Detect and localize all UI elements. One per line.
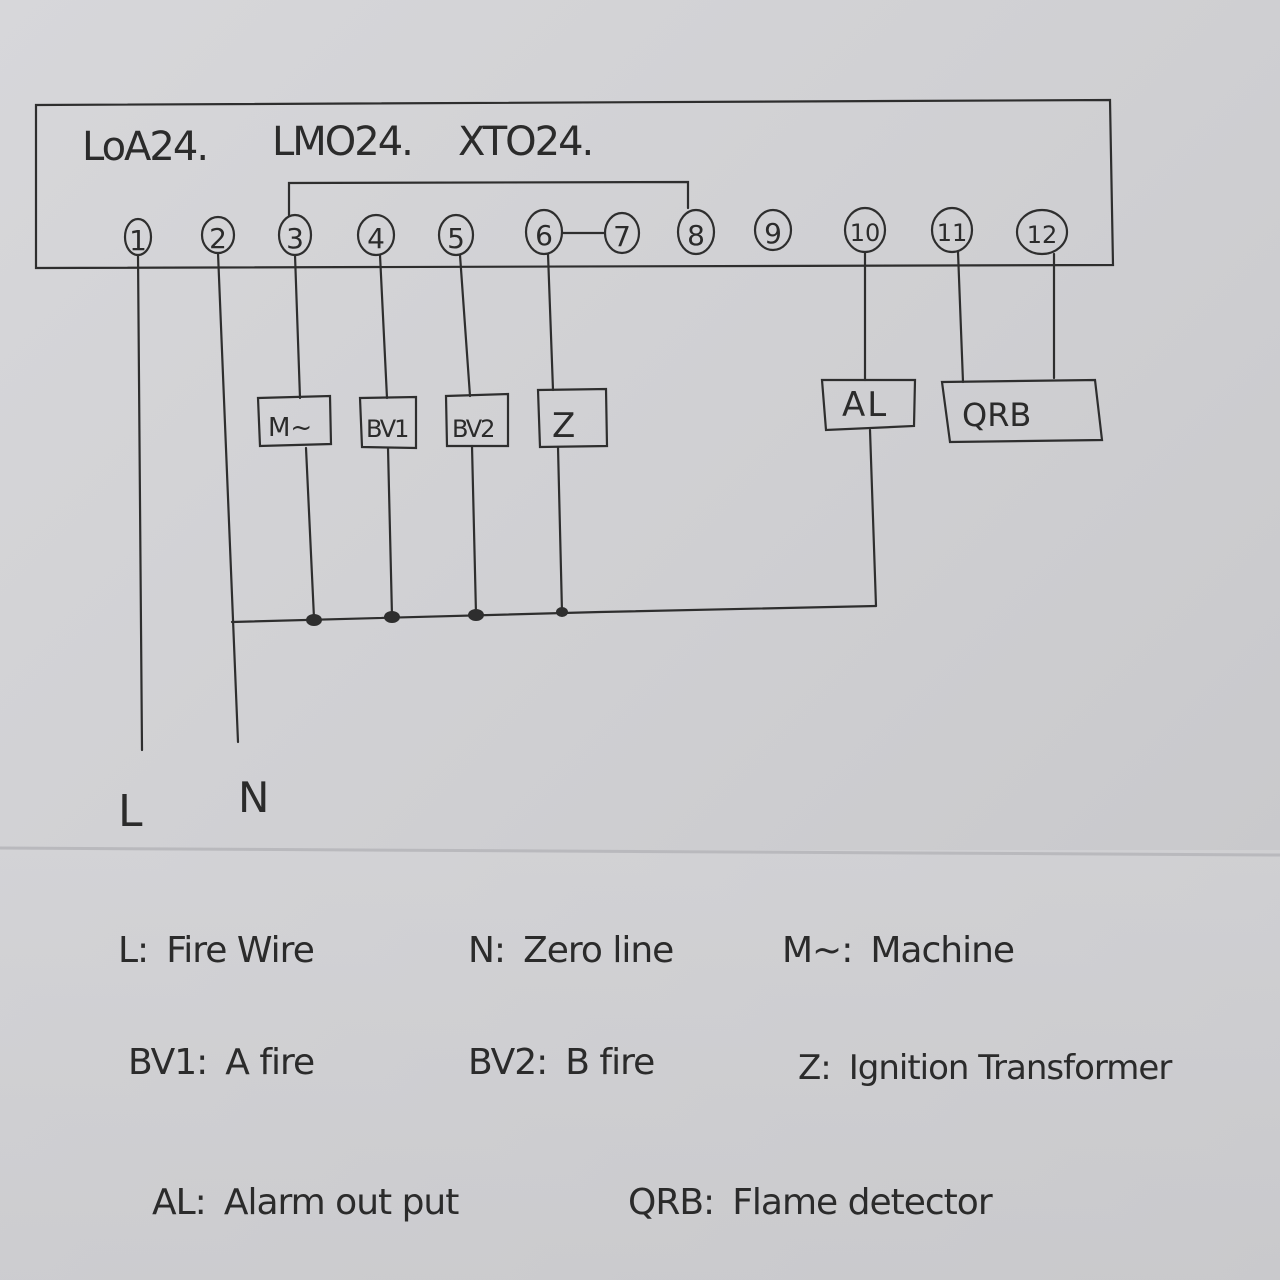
component-label: BV2 [452, 415, 493, 443]
legend-key: Z: [798, 1048, 832, 1088]
wire-terminal-11 [956, 250, 965, 384]
terminal-label: 7 [613, 220, 631, 253]
legend-key: L: [118, 930, 149, 971]
model-label-loa24: LoA24. [82, 124, 207, 170]
terminal-strip: 1 2 3 4 5 6 7 [123, 206, 1069, 257]
component-label: Z [552, 406, 575, 446]
legend-value: A fire [225, 1042, 315, 1083]
component-label: QRB [962, 396, 1031, 434]
component-label: BV1 [366, 415, 408, 443]
legend-key: N: [468, 930, 506, 971]
legend-value: B fire [565, 1042, 655, 1083]
terminal-label: 5 [447, 222, 465, 255]
legend-key: BV1: [128, 1042, 208, 1083]
legend-key: BV2: [468, 1042, 548, 1083]
legend-item-motor: M~: Machine [782, 930, 1015, 971]
legend-item-flame-detector: QRB: Flame detector [628, 1182, 993, 1223]
terminal-label: 6 [535, 219, 553, 252]
terminal-label: 3 [286, 222, 304, 255]
component-label: M~ [268, 413, 312, 443]
legend-value: Zero line [523, 930, 674, 971]
terminal-11: 11 [930, 206, 974, 254]
paper-fold [0, 846, 1280, 857]
wire-terminal-3 [293, 253, 302, 400]
legend-item-ignition: Z: Ignition Transformer [798, 1048, 1173, 1088]
component-bv1: BV1 [358, 395, 418, 450]
terminal-label: 9 [764, 217, 782, 250]
legend-key: QRB: [628, 1182, 715, 1223]
legend-value: Ignition Transformer [848, 1048, 1173, 1088]
terminal-label: 4 [367, 222, 385, 255]
wire-neutral [216, 251, 240, 744]
terminal-6: 6 [524, 208, 564, 256]
terminal-label: 12 [1027, 221, 1058, 249]
terminal-3: 3 [277, 213, 313, 257]
component-flame-detector: QRB [940, 378, 1104, 444]
wire-terminal-4 [378, 253, 389, 400]
legend-key: AL: [152, 1182, 207, 1223]
component-label: AL [842, 385, 888, 425]
terminal-2: 2 [200, 215, 236, 255]
controller-box [34, 98, 1115, 270]
jumper-3-8 [287, 180, 690, 217]
legend-item-bv2: BV2: B fire [468, 1042, 655, 1083]
legend-item-alarm: AL: Alarm out put [152, 1182, 460, 1223]
component-motor: M~ [256, 394, 333, 448]
component-ignition: Z [536, 387, 609, 449]
terminal-label: 1 [129, 224, 147, 257]
legend-value: Alarm out put [223, 1182, 460, 1223]
legend-value: Machine [870, 930, 1015, 971]
terminal-9: 9 [753, 208, 793, 252]
terminal-label: 11 [937, 219, 968, 247]
terminal-5: 5 [437, 213, 475, 257]
neutral-bus [230, 604, 878, 624]
terminal-7: 7 [603, 211, 641, 255]
return-bv2 [470, 444, 478, 616]
terminal-8: 8 [676, 208, 716, 256]
terminal-4: 4 [356, 213, 396, 257]
terminal-label: 8 [687, 219, 705, 252]
legend-value: Flame detector [732, 1182, 992, 1223]
terminal-10: 10 [843, 206, 887, 254]
supply-label-neutral: N [238, 773, 269, 822]
return-ignition [556, 445, 564, 614]
component-bv2: BV2 [444, 392, 510, 448]
terminal-label: 10 [850, 219, 881, 247]
junction-dots [306, 607, 568, 626]
wire-live [136, 253, 144, 752]
return-alarm [868, 428, 878, 608]
supply-label-live: L [118, 786, 143, 837]
legend-item-live: L: Fire Wire [118, 930, 315, 971]
component-alarm: AL [820, 378, 917, 432]
legend-key: M~: [782, 930, 853, 971]
wire-terminal-6 [546, 252, 555, 392]
legend-item-bv1: BV1: A fire [128, 1042, 315, 1083]
terminal-label: 2 [209, 222, 227, 255]
wire-terminal-5 [458, 253, 472, 398]
terminal-1: 1 [123, 217, 153, 257]
return-bv1 [386, 446, 394, 618]
legend-value: Fire Wire [166, 930, 315, 971]
model-label-xto24: XTO24. [458, 119, 592, 165]
model-label-lmo24: LMO24. [272, 119, 412, 165]
terminal-12: 12 [1015, 208, 1069, 256]
legend-item-neutral: N: Zero line [468, 930, 674, 971]
return-motor [304, 446, 316, 620]
